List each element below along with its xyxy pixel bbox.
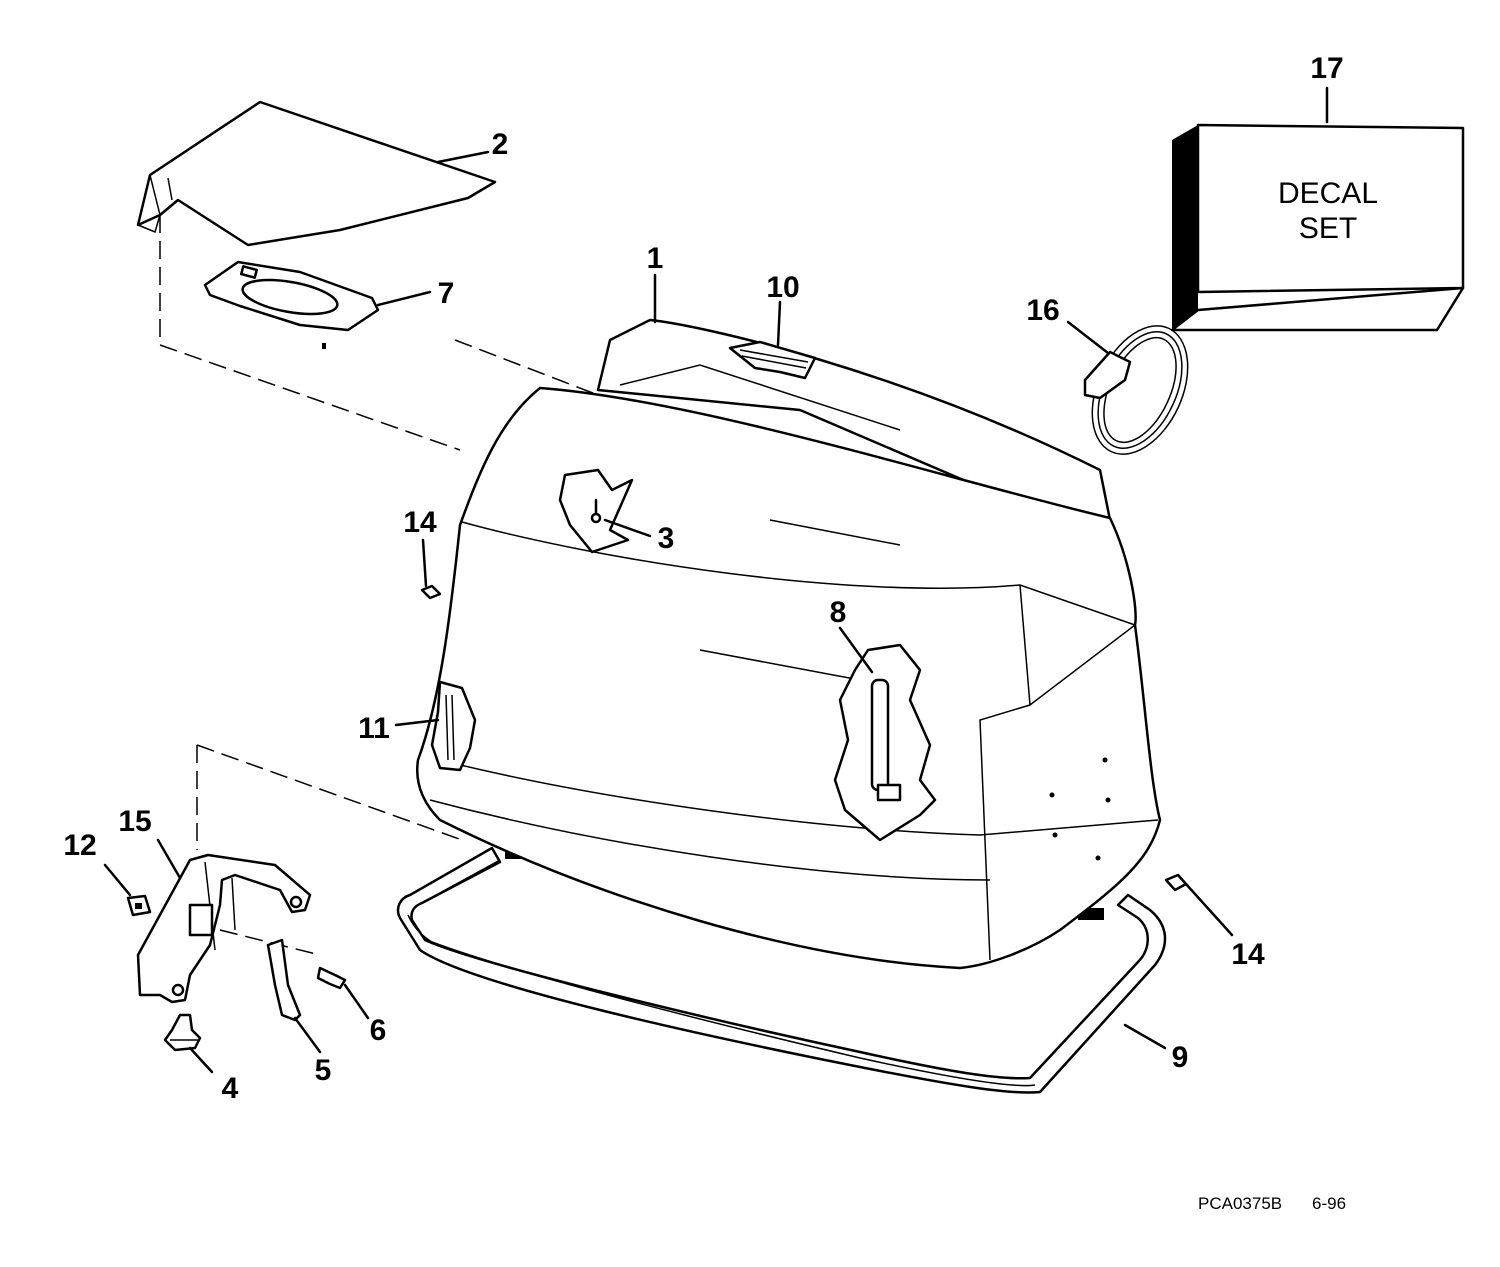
intake-cover-part-2 [136, 100, 497, 247]
callout-6: 6 [370, 1014, 387, 1047]
callout-5: 5 [315, 1054, 332, 1087]
callout-2: 2 [492, 128, 509, 161]
callout-15: 15 [118, 805, 151, 838]
footer-date: 6-96 [1312, 1194, 1346, 1213]
footer-code: PCA0375B [1198, 1194, 1282, 1213]
decal-box-line-1: DECAL [1278, 177, 1378, 210]
screw-part-3 [558, 468, 634, 554]
decal-box-line-2: SET [1299, 212, 1357, 245]
lanyard-cord-part-16 [1083, 325, 1189, 455]
callout-10: 10 [766, 271, 799, 304]
nut-part-12 [126, 894, 152, 917]
clip-part-5 [266, 938, 302, 1022]
callout-16: 16 [1026, 294, 1059, 327]
leader-lines [103, 86, 1329, 1074]
latch-part-11 [430, 680, 477, 772]
dashed-guide-lines [159, 215, 599, 956]
callout-12: 12 [63, 829, 96, 862]
callout-1: 1 [647, 242, 664, 275]
screw-part-6 [316, 966, 347, 990]
vent-grill-part-10 [728, 340, 817, 380]
callout-11: 11 [358, 712, 390, 745]
callout-14-left: 14 [403, 506, 437, 539]
callout-4: 4 [222, 1072, 239, 1105]
seal-plate-part-7 [203, 260, 380, 349]
footer-reference: PCA0375B 6-96 [1198, 1194, 1346, 1213]
callout-7: 7 [438, 277, 455, 310]
motor-cover-part-1 [416, 318, 1162, 970]
seal-ring-part-9 [396, 845, 1167, 1094]
latch-bracket-part-8 [833, 643, 937, 842]
callout-3: 3 [658, 522, 675, 555]
callout-14-right: 14 [1231, 938, 1265, 971]
screw-part-14-left [420, 584, 442, 600]
callout-9: 9 [1172, 1041, 1189, 1074]
callout-17: 17 [1310, 52, 1343, 85]
decal-set-box-part-17: DECAL SET [1170, 123, 1465, 332]
screw-part-14-right [1164, 873, 1188, 892]
callout-labels: 1 2 3 4 5 6 7 8 9 10 11 12 14 14 15 16 1… [63, 52, 1343, 1105]
callout-8: 8 [830, 596, 847, 629]
grommet-part-4 [163, 1013, 202, 1052]
bracket-part-15 [136, 853, 312, 1004]
